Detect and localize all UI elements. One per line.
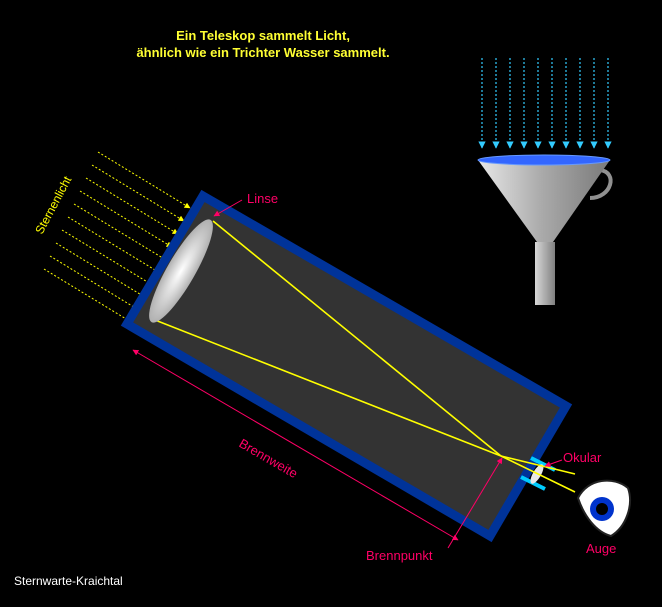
title-line-1: Ein Teleskop sammelt Licht, (176, 28, 350, 43)
focal-length-dimension (132, 349, 459, 541)
funnel-icon (477, 154, 613, 305)
title-line-2: ähnlich wie ein Trichter Wasser sammelt. (136, 45, 389, 60)
eyepiece-label: Okular (563, 450, 602, 465)
eyepiece-pointer (544, 459, 563, 468)
focal-point-label: Brennpunkt (366, 548, 433, 563)
credit-label: Sternwarte-Kraichtal (14, 574, 123, 588)
starlight-label: Sternenlicht (32, 173, 74, 236)
focal-point-pointer (447, 457, 503, 549)
funnel-water-surface (477, 154, 611, 166)
lens-label: Linse (247, 191, 278, 206)
eye-icon (576, 479, 631, 538)
lens-pointer (213, 199, 243, 217)
eye-label: Auge (586, 541, 616, 556)
starlight-rays (43, 151, 191, 326)
water-drop-rays (478, 58, 612, 149)
lens-icon (149, 219, 213, 323)
